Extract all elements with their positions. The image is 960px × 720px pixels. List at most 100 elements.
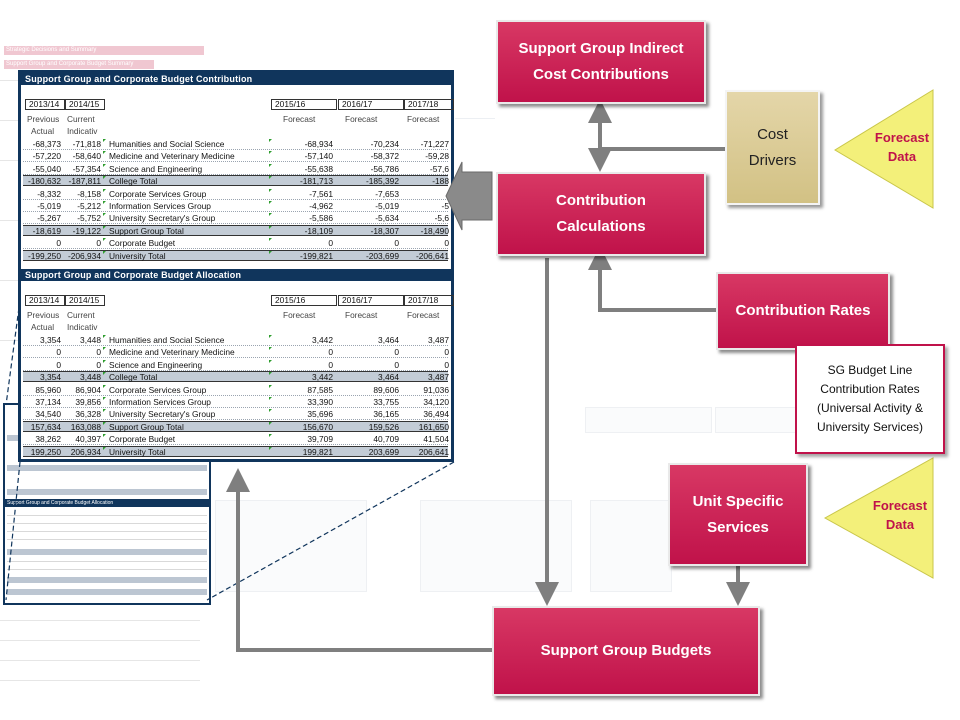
cost-drivers-label: Cost Drivers	[748, 125, 797, 169]
table-row-name: University Total	[109, 446, 166, 457]
cost-drivers-box: Cost Drivers	[725, 90, 820, 205]
table-cell-f2: -56,786	[370, 163, 399, 174]
table-cell-prev: 3,354	[40, 372, 61, 383]
table-cell-f2: 3,464	[378, 335, 399, 345]
cell-marker-icon	[103, 176, 106, 180]
row-divider	[23, 211, 448, 212]
year-header-cell: 2014/15	[65, 295, 105, 306]
cell-marker-icon	[103, 238, 106, 242]
cell-marker-icon	[269, 163, 272, 167]
year-header-cell: 2015/16	[271, 295, 337, 306]
forecast-data-top-label: Forecast Data	[874, 130, 930, 164]
budget-table-panel: Support Group and Corporate Budget Contr…	[18, 70, 454, 462]
table-cell-f2: 40,709	[373, 434, 399, 445]
cell-marker-icon	[269, 151, 272, 155]
table-cell-f1: 3,442	[312, 372, 333, 383]
table-cell-f1: -199,821	[299, 250, 333, 261]
cell-marker-icon	[269, 397, 272, 400]
ghost-cell	[590, 500, 672, 592]
column-label-sub: Actual	[31, 322, 55, 332]
cell-marker-icon	[103, 372, 106, 376]
column-label: Previous	[27, 310, 60, 320]
bg-banner-1: Strategic Decisions and Summary	[4, 46, 204, 55]
table-cell-curr: 3,448	[80, 372, 101, 383]
table-cell-f3: -59,28	[425, 151, 449, 162]
cell-marker-icon	[269, 201, 272, 204]
sg-budget-line-text: SG Budget Line Contribution Rates (Unive…	[816, 363, 924, 434]
unit-specific-services-box: Unit Specific Services	[668, 463, 808, 566]
table-row-name: College Total	[109, 176, 158, 187]
table-cell-curr: 3,448	[80, 335, 101, 345]
table-cell-f2: -185,392	[365, 176, 399, 187]
table-cell-f1: 199,821	[302, 446, 333, 457]
table-cell-curr: 0	[96, 347, 101, 358]
mini-row	[7, 515, 207, 516]
total-row-band	[23, 249, 448, 261]
mini-row	[7, 539, 207, 540]
ghost-cell	[715, 407, 802, 433]
table-cell-prev: -5,267	[37, 213, 61, 224]
table-cell-prev: 199,250	[30, 446, 61, 457]
table-row-name: Corporate Services Group	[109, 384, 207, 395]
table-cell-f1: -68,934	[304, 139, 333, 149]
cell-marker-icon	[103, 151, 106, 155]
table-row-name: Corporate Budget	[109, 238, 176, 249]
table-row-name: Humanities and Social Science	[109, 139, 225, 149]
cell-marker-icon	[269, 188, 272, 192]
cell-marker-icon	[269, 347, 272, 351]
table-cell-f1: 39,709	[307, 434, 333, 445]
year-header-cell: 2016/17	[338, 99, 404, 110]
table-cell-f3: -57,6	[429, 163, 449, 174]
table-cell-f2: -70,234	[370, 139, 399, 149]
arrow-rates-to-calculations	[588, 246, 716, 312]
cell-marker-icon	[103, 421, 106, 425]
table-cell-f1: -5,586	[309, 213, 333, 224]
column-label: Current	[67, 310, 95, 320]
mini-section-header: Support Group and Corporate Budget Alloc…	[5, 499, 209, 507]
mini-total-band	[7, 589, 207, 595]
table-row-name: University Total	[109, 250, 166, 261]
bg-line	[0, 660, 200, 661]
mini-row	[7, 523, 207, 524]
year-header-cell: 2014/15	[65, 99, 105, 110]
table-cell-f1: 35,696	[307, 409, 333, 420]
forecast-data-bottom-label: Forecast Data	[872, 498, 928, 532]
table-cell-curr: 39,856	[75, 397, 101, 407]
mini-row	[7, 569, 207, 570]
table-row-name: Medicine and Veterinary Medicine	[109, 347, 235, 358]
cell-marker-icon	[103, 163, 106, 167]
table-row-name: Information Services Group	[109, 201, 211, 211]
row-divider	[23, 161, 448, 163]
column-label-sub: Indicativ	[67, 126, 98, 136]
cell-marker-icon	[103, 347, 106, 351]
contribution-calculations-label: Contribution Calculations	[556, 192, 646, 235]
table-row-name: Corporate Services Group	[109, 188, 207, 199]
table-cell-f2: -5,634	[375, 213, 399, 224]
table-cell-f2: 159,526	[368, 421, 399, 432]
indirect-contributions-box: Support Group Indirect Cost Contribution…	[496, 20, 706, 104]
table-cell-curr: 0	[96, 359, 101, 370]
row-divider	[23, 223, 448, 225]
table-cell-f3: -188	[432, 176, 449, 187]
table-cell-curr: 36,328	[75, 409, 101, 420]
table-cell-curr: -71,818	[72, 139, 101, 149]
table-cell-curr: -57,354	[72, 163, 101, 174]
total-row-band	[23, 420, 448, 432]
year-header-cell: 2013/14	[25, 295, 65, 306]
table-cell-f2: 89,606	[373, 384, 399, 395]
table-cell-curr: -5,212	[77, 201, 101, 211]
year-header-cell: 2017/18	[404, 295, 454, 306]
contribution-rates-label: Contribution Rates	[735, 302, 871, 319]
column-label: Forecast	[345, 114, 378, 124]
table-cell-f1: 3,442	[312, 335, 333, 345]
row-divider	[23, 419, 448, 421]
table-cell-prev: 38,262	[35, 434, 61, 445]
year-header-cell: 2016/17	[338, 295, 404, 306]
table-cell-curr: 0	[96, 238, 101, 249]
row-divider	[23, 248, 448, 250]
table-section-header: Support Group and Corporate Budget Contr…	[21, 73, 451, 85]
table-row-name: Support Group Total	[109, 225, 184, 236]
cell-marker-icon	[103, 446, 106, 450]
table-cell-prev: -5,019	[37, 201, 61, 211]
table-cell-curr: -5,752	[77, 213, 101, 224]
